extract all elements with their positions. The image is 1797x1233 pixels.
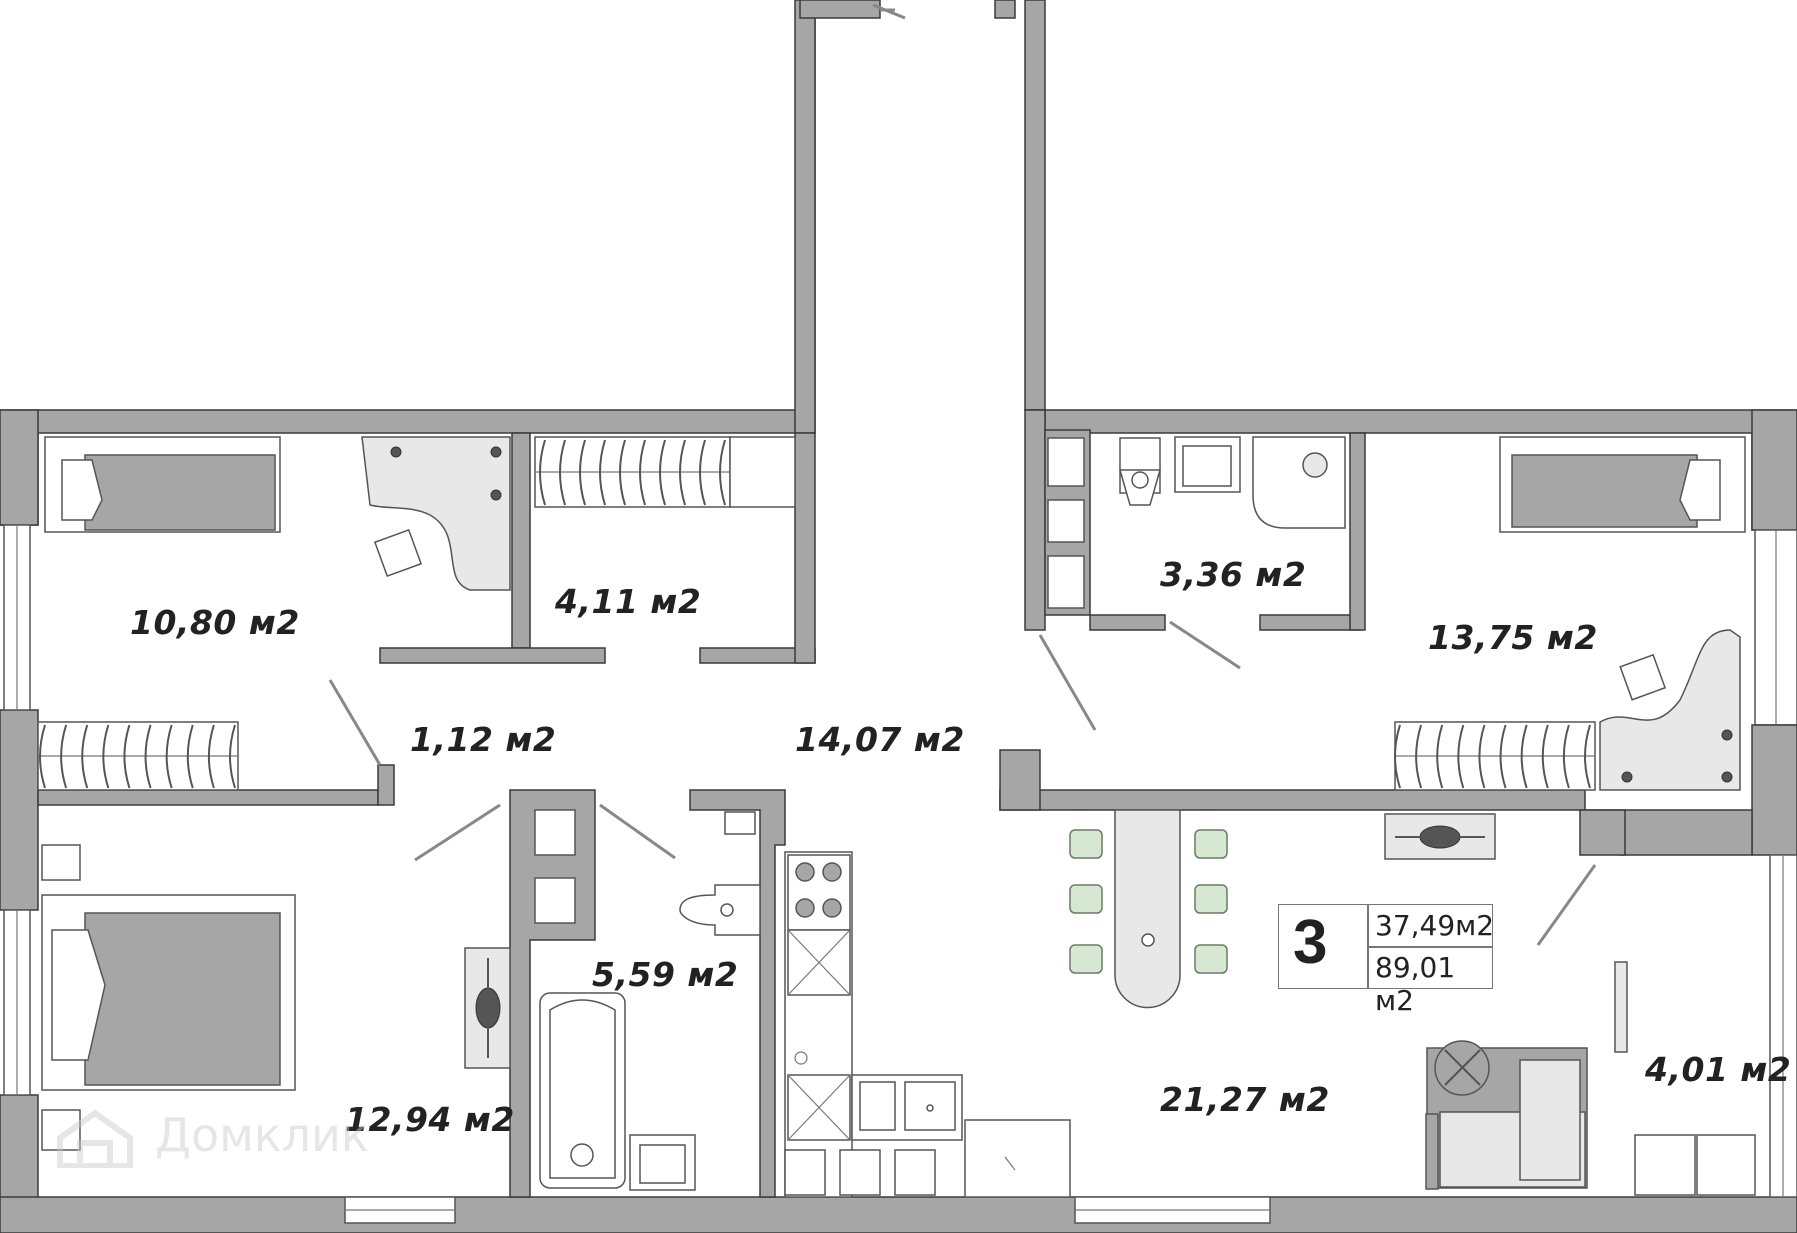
- hanger-0-4: [619, 439, 626, 506]
- hanger-2-9: [1584, 724, 1591, 789]
- hanger-2-7: [1541, 724, 1549, 789]
- desk-top-left: [361, 436, 511, 591]
- doors: [328, 3, 1597, 946]
- hanger-0-7: [679, 439, 686, 506]
- area-label-wardrobe: 4,11 м2: [555, 582, 702, 621]
- area-label-toilet: 3,36 м2: [1160, 555, 1307, 594]
- bed-top-right: [1499, 436, 1746, 533]
- watermark: Домклик: [55, 1108, 369, 1169]
- hanger-2-3: [1457, 724, 1465, 789]
- living-area-value: 37,49м2: [1375, 909, 1495, 942]
- wardrobe-top-right: [1394, 721, 1596, 791]
- hanger-1-3: [102, 724, 110, 789]
- bed-top-left: [44, 436, 281, 533]
- interior-walls: [37, 409, 1753, 1198]
- area-label-kitchen-living: 21,27 м2: [1160, 1080, 1330, 1119]
- hanger-1-7: [186, 724, 194, 789]
- hanger-1-4: [123, 724, 131, 789]
- hanger-2-2: [1436, 724, 1444, 789]
- hanger-1-9: [229, 724, 236, 789]
- area-label-bedroom-top-right: 13,75 м2: [1428, 618, 1598, 657]
- bed-bottom-left: [41, 844, 296, 1151]
- hanger-2-0: [1394, 724, 1401, 789]
- hanger-1-8: [207, 724, 215, 789]
- hanger-0-9: [719, 439, 726, 506]
- hanger-0-2: [579, 439, 586, 506]
- sofa-living: [1425, 1040, 1588, 1190]
- house-logo-icon: [57, 1109, 133, 1169]
- hanger-0-0: [539, 439, 546, 506]
- hanger-1-5: [144, 724, 152, 789]
- watermark-text: Домклик: [155, 1108, 369, 1162]
- rooms-count: 3: [1293, 908, 1328, 977]
- hanger-2-5: [1499, 724, 1507, 789]
- area-label-bedroom-bottom-left: 12,94 м2: [345, 1100, 515, 1139]
- area-label-corridor-small: 1,12 м2: [410, 720, 557, 759]
- kitchen-units: [784, 851, 1071, 1198]
- wardrobe-racks: [534, 436, 796, 508]
- hanger-2-8: [1562, 724, 1570, 789]
- total-area-value: 89,01 м2: [1375, 951, 1456, 1017]
- hanger-2-6: [1520, 724, 1528, 789]
- area-label-bathroom: 5,59 м2: [592, 955, 739, 994]
- tv-bottom-left: [464, 947, 511, 1069]
- area-label-balcony: 4,01 м2: [1645, 1050, 1792, 1089]
- hanger-1-1: [60, 724, 68, 789]
- wardrobe-top-left: [37, 721, 239, 791]
- balcony-fixtures: [1614, 961, 1756, 1196]
- hanger-1-6: [165, 724, 173, 789]
- hanger-0-6: [659, 439, 666, 506]
- bathroom-fixtures: [539, 884, 761, 1191]
- hanger-2-1: [1415, 724, 1423, 789]
- hanger-0-1: [559, 439, 566, 506]
- area-label-hall: 14,07 м2: [795, 720, 965, 759]
- hanger-2-4: [1478, 724, 1486, 789]
- apartment-summary-box: 3 37,49м2 89,01 м2: [1278, 904, 1495, 1017]
- hanger-0-8: [699, 439, 706, 506]
- area-label-bedroom-top-left: 10,80 м2: [130, 603, 300, 642]
- summary-mid-divider: [1367, 946, 1492, 948]
- hanger-0-5: [639, 439, 646, 506]
- tv-living: [1384, 813, 1496, 860]
- hanger-1-2: [81, 724, 89, 789]
- desk-top-right: [1599, 629, 1741, 791]
- toilet-fixtures: [1119, 436, 1346, 529]
- dining-table: [1069, 809, 1228, 1009]
- hanger-0-3: [599, 439, 606, 506]
- hanger-1-0: [39, 724, 46, 789]
